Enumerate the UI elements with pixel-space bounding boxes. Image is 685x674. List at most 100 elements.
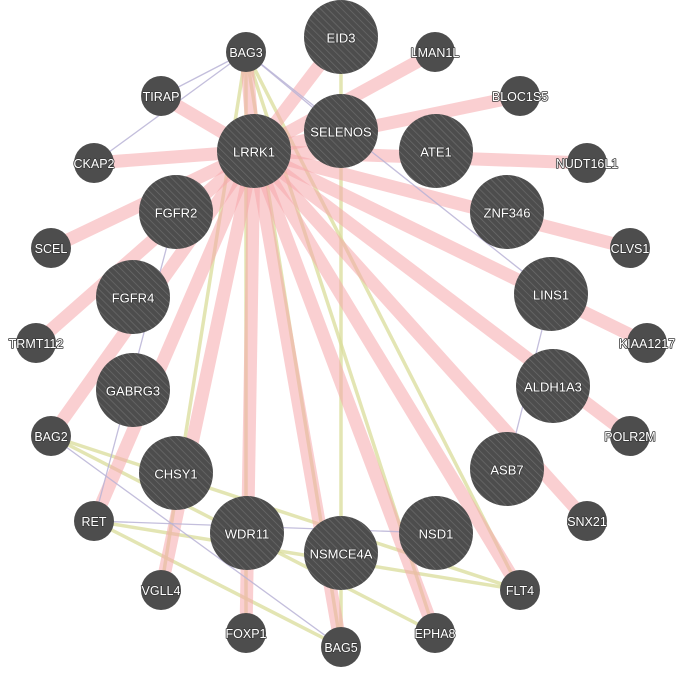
node-circle[interactable] <box>217 114 291 188</box>
node-lrrk1[interactable]: LRRK1 <box>217 114 291 188</box>
node-circle[interactable] <box>399 114 473 188</box>
node-circle[interactable] <box>567 501 607 541</box>
node-fgfr2[interactable]: FGFR2 <box>139 175 213 249</box>
node-label: ASB7 <box>490 463 523 478</box>
node-lins1[interactable]: LINS1 <box>514 257 588 331</box>
node-circle[interactable] <box>141 76 181 116</box>
edge-lrrk1-clvs1 <box>252 144 632 255</box>
node-circle[interactable] <box>74 143 114 183</box>
node-label: NUDT16L1 <box>556 157 619 171</box>
node-ret[interactable]: RET <box>74 501 114 541</box>
node-label: BAG2 <box>34 430 67 444</box>
node-epha8[interactable]: EPHA8 <box>414 613 456 653</box>
node-circle[interactable] <box>627 323 667 363</box>
node-circle[interactable] <box>96 353 170 427</box>
node-circle[interactable] <box>210 496 284 570</box>
node-circle[interactable] <box>399 496 473 570</box>
node-label: CLVS1 <box>611 242 650 256</box>
node-tirap[interactable]: TIRAP <box>141 76 181 116</box>
node-circle[interactable] <box>567 143 607 183</box>
node-bag2[interactable]: BAG2 <box>31 416 71 456</box>
node-label: ALDH1A3 <box>524 380 582 395</box>
node-circle[interactable] <box>16 323 56 363</box>
node-label: SELENOS <box>310 125 372 140</box>
node-circle[interactable] <box>610 228 650 268</box>
node-circle[interactable] <box>139 175 213 249</box>
node-label: EID3 <box>327 31 356 46</box>
node-aldh1a3[interactable]: ALDH1A3 <box>516 349 590 423</box>
edge-lrrk1-bloc1s5 <box>252 89 522 158</box>
node-znf346[interactable]: ZNF346 <box>470 175 544 249</box>
node-label: FLT4 <box>506 584 534 598</box>
node-circle[interactable] <box>514 257 588 331</box>
node-foxp1[interactable]: FOXP1 <box>225 613 267 653</box>
node-circle[interactable] <box>415 32 455 72</box>
node-circle[interactable] <box>74 501 114 541</box>
node-lman1l[interactable]: LMAN1L <box>410 32 460 72</box>
node-circle[interactable] <box>304 516 378 590</box>
node-label: FGFR2 <box>155 206 198 221</box>
node-circle[interactable] <box>226 32 266 72</box>
node-gabrg3[interactable]: GABRG3 <box>96 353 170 427</box>
node-circle[interactable] <box>31 416 71 456</box>
node-fgfr4[interactable]: FGFR4 <box>96 260 170 334</box>
edge-bag2-bag5 <box>50 435 342 648</box>
node-chsy1[interactable]: CHSY1 <box>139 436 213 510</box>
node-nsd1[interactable]: NSD1 <box>399 496 473 570</box>
node-scel[interactable]: SCEL <box>31 228 71 268</box>
edge-ret-bag5 <box>93 519 342 649</box>
node-bloc1s5[interactable]: BLOC1S5 <box>491 76 549 116</box>
node-ate1[interactable]: ATE1 <box>399 114 473 188</box>
node-circle[interactable] <box>304 0 378 74</box>
node-circle[interactable] <box>31 228 71 268</box>
node-polr2m[interactable]: POLR2M <box>603 416 657 456</box>
node-eid3[interactable]: EID3 <box>304 0 378 74</box>
node-trmt112[interactable]: TRMT112 <box>8 323 64 363</box>
node-circle[interactable] <box>321 627 361 667</box>
node-vgll4[interactable]: VGLL4 <box>141 570 181 610</box>
node-circle[interactable] <box>470 432 544 506</box>
node-label: POLR2M <box>604 430 655 444</box>
node-kiaa1217[interactable]: KIAA1217 <box>618 323 676 363</box>
node-label: CHSY1 <box>154 467 197 482</box>
node-bag3[interactable]: BAG3 <box>226 32 266 72</box>
node-nudt16l1[interactable]: NUDT16L1 <box>555 143 619 183</box>
node-wdr11[interactable]: WDR11 <box>210 496 284 570</box>
node-circle[interactable] <box>226 613 266 653</box>
node-asb7[interactable]: ASB7 <box>470 432 544 506</box>
node-circle[interactable] <box>304 94 378 168</box>
node-label: WDR11 <box>225 527 270 542</box>
node-circle[interactable] <box>516 349 590 423</box>
node-circle[interactable] <box>415 613 455 653</box>
node-label: FGFR4 <box>112 291 155 306</box>
node-label: KIAA1217 <box>619 337 675 351</box>
node-label: EPHA8 <box>415 627 456 641</box>
node-snx21[interactable]: SNX21 <box>566 501 608 541</box>
node-label: LMAN1L <box>411 46 460 60</box>
edge-lrrk1-ret <box>88 148 260 524</box>
node-nsmce4a[interactable]: NSMCE4A <box>304 516 378 590</box>
node-circle[interactable] <box>500 76 540 116</box>
node-label: BLOC1S5 <box>492 90 548 104</box>
node-bag5[interactable]: BAG5 <box>321 627 361 667</box>
node-circle[interactable] <box>139 436 213 510</box>
node-circle[interactable] <box>141 570 181 610</box>
node-label: NSD1 <box>419 527 454 542</box>
node-label: TIRAP <box>143 90 180 104</box>
node-clvs1[interactable]: CLVS1 <box>610 228 650 268</box>
node-label: GABRG3 <box>106 384 160 399</box>
node-flt4[interactable]: FLT4 <box>500 570 540 610</box>
node-label: VGLL4 <box>142 584 181 598</box>
node-selenos[interactable]: SELENOS <box>304 94 378 168</box>
node-label: BAG3 <box>229 46 262 60</box>
node-label: RET <box>82 515 107 529</box>
node-circle[interactable] <box>96 260 170 334</box>
node-circle[interactable] <box>470 175 544 249</box>
node-circle[interactable] <box>500 570 540 610</box>
edge-bag3-lins1 <box>245 51 552 295</box>
node-label: CKAP2 <box>74 157 115 171</box>
node-label: ZNF346 <box>484 206 531 221</box>
node-circle[interactable] <box>610 416 650 456</box>
node-ckap2[interactable]: CKAP2 <box>73 143 115 183</box>
